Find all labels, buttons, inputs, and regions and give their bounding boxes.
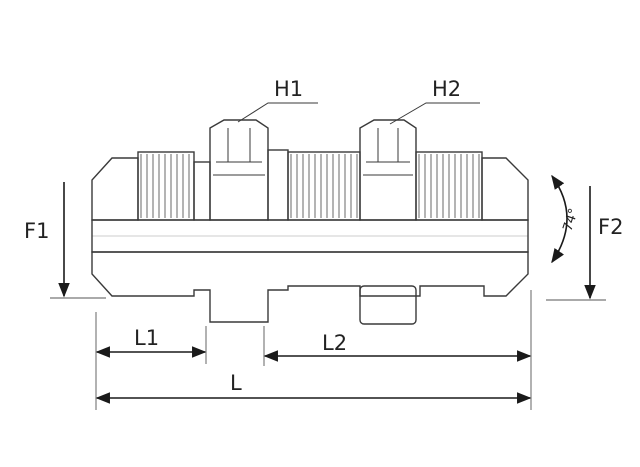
h2-hex-nut [359, 119, 417, 221]
center-thread-lines [290, 154, 358, 218]
flare-angle-arc [551, 174, 568, 264]
sectioned-body [91, 251, 529, 323]
center-thread [287, 151, 361, 221]
left-shoulder [193, 161, 211, 221]
left-flare-cone [91, 157, 139, 221]
f2-label: F2 [598, 215, 623, 239]
left-thread-lines [140, 154, 190, 218]
h1-label: H1 [274, 77, 303, 101]
upper-exterior-view [91, 119, 529, 221]
center-collar [267, 149, 289, 221]
right-flare-cone [481, 157, 529, 221]
h1-leader [237, 102, 318, 123]
l2-label: L2 [322, 331, 347, 355]
lock-nut-section [359, 285, 417, 325]
h2-leader [389, 102, 480, 125]
h2-label: H2 [432, 77, 461, 101]
f1-label: F1 [24, 219, 49, 243]
flare-angle-label: 74° [561, 207, 582, 234]
l1-label: L1 [134, 326, 159, 350]
l-label: L [230, 371, 242, 395]
right-thread-lines [418, 154, 480, 218]
left-thread [137, 151, 195, 221]
h1-hex-nut [209, 119, 269, 221]
